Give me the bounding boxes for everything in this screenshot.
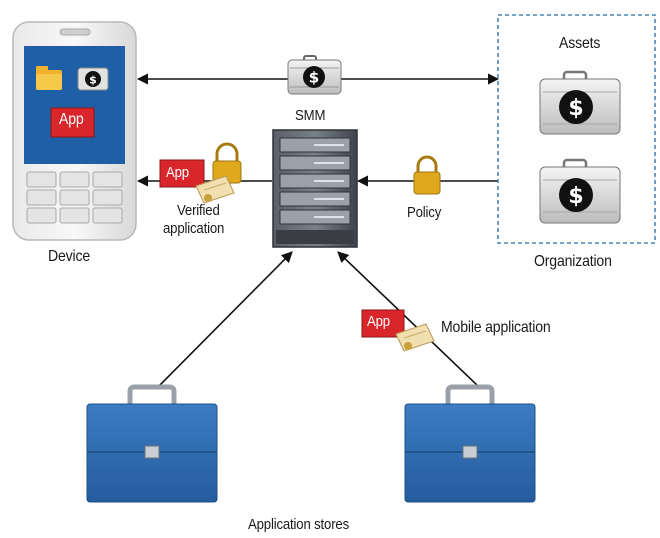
- briefcase-icon-store-right: [404, 384, 536, 503]
- arrow-store-right-to-smm: [337, 251, 479, 387]
- svg-text:$: $: [568, 184, 583, 209]
- organization-label: Organization: [534, 253, 612, 270]
- policy-label: Policy: [407, 204, 442, 221]
- assets-label: Assets: [559, 35, 601, 52]
- smm-label: SMM: [295, 107, 326, 124]
- app-badge-verified-label: App: [166, 164, 189, 181]
- organization-box: [497, 14, 656, 244]
- money-briefcase-icon-asset-2: $: [539, 158, 621, 224]
- money-briefcase-icon-asset-1: $: [539, 70, 621, 135]
- folder-icon: [36, 66, 62, 90]
- app-badge-device: [50, 107, 95, 138]
- server-rack-icon: [272, 129, 358, 248]
- app-badge-device-label: App: [59, 111, 84, 128]
- device-label: Device: [48, 248, 90, 265]
- app-badge-mobile-label: App: [367, 313, 390, 330]
- money-briefcase-icon-transfer: $: [287, 55, 342, 95]
- smartphone-icon: $: [12, 21, 137, 241]
- keypad: [26, 171, 123, 224]
- svg-text:$: $: [309, 69, 319, 87]
- arrow-store-left-to-smm: [157, 251, 293, 388]
- money-briefcase-icon-small: $: [77, 67, 109, 91]
- certificate-icon-verified: [195, 175, 235, 204]
- briefcase-icon-store-left: [86, 384, 218, 503]
- svg-text:$: $: [568, 96, 583, 121]
- verified-label-line1: Verified: [177, 202, 220, 219]
- certificate-icon-mobile: [395, 323, 435, 352]
- svg-text:$: $: [89, 74, 97, 87]
- verified-label-line2: application: [163, 220, 225, 237]
- application-stores-label: Application stores: [248, 516, 350, 533]
- app-badge-verified: [159, 159, 205, 188]
- app-badge-mobile: [361, 309, 405, 338]
- mobile-application-label: Mobile application: [441, 319, 551, 336]
- padlock-icon-policy: [413, 155, 441, 195]
